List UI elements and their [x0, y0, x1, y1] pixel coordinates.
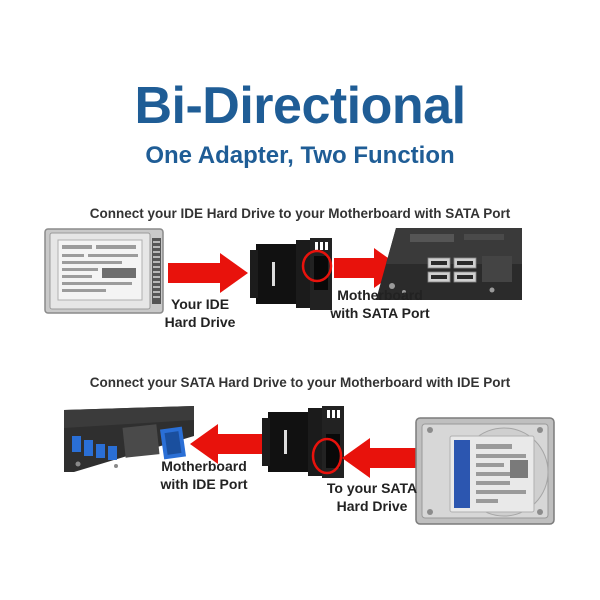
- ide-motherboard-label-line1: Motherboard: [161, 458, 247, 474]
- sata-motherboard-label-line1: Motherboard: [337, 287, 423, 303]
- motherboard-sata-image: [376, 228, 522, 300]
- ide-drive-label-line2: Hard Drive: [164, 314, 236, 330]
- section-ide-to-sata-heading: Connect your IDE Hard Drive to your Moth…: [89, 206, 511, 221]
- page-subtitle: One Adapter, Two Function: [145, 142, 455, 169]
- arrow-right-icon: [168, 253, 248, 293]
- ide-drive-label-line1: Your IDE: [170, 296, 230, 312]
- arrow-left-icon: [190, 424, 262, 464]
- adapter-image: [262, 406, 344, 478]
- ide-motherboard-label-line2: with IDE Port: [160, 476, 248, 492]
- sata-drive-label-line1: To your SATA: [326, 480, 418, 496]
- sata-drive-label-line2: Hard Drive: [336, 498, 408, 514]
- adapter-image: [250, 238, 333, 310]
- page-title: Bi-Directional: [134, 77, 466, 135]
- ide-hard-drive-image: [44, 228, 164, 314]
- sata-motherboard-label-line2: with SATA Port: [330, 305, 430, 321]
- motherboard-ide-image: [64, 406, 194, 472]
- sata-hard-drive-image: [415, 417, 555, 525]
- arrow-left-icon: [342, 438, 418, 478]
- section-sata-to-ide-heading: Connect your SATA Hard Drive to your Mot…: [89, 375, 511, 390]
